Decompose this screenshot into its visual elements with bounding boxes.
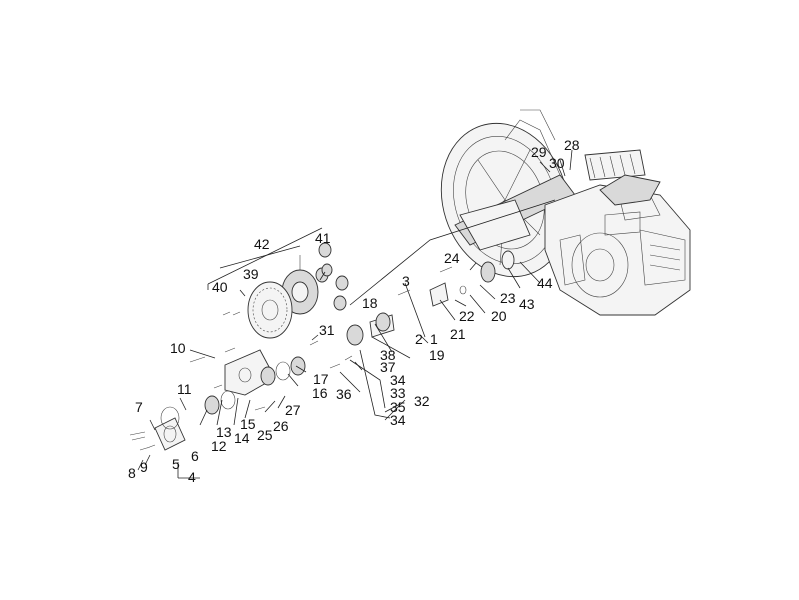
callout-7: 7: [135, 399, 143, 415]
callout-6: 6: [191, 448, 199, 464]
callout-29: 29: [531, 144, 547, 160]
caliper-bracket: [224, 349, 276, 396]
callout-12: 12: [211, 438, 227, 454]
hub-flange: [154, 417, 186, 451]
gear-drive: [480, 261, 496, 283]
callout-20: 20: [491, 308, 507, 324]
callout-27: 27: [285, 402, 301, 418]
callout-13: 13: [216, 424, 232, 440]
callout-22: 22: [459, 308, 475, 324]
o-ring: [501, 250, 515, 270]
callout-23: 23: [500, 290, 516, 306]
callout-24: 24: [444, 250, 460, 266]
retainer-plate: [429, 282, 449, 307]
callout-41: 41: [315, 230, 331, 246]
callout-28: 28: [564, 137, 580, 153]
bearing: [346, 324, 364, 346]
callout-30: 30: [549, 155, 565, 171]
callouts: 1 2 3 4 5 6 7 8 9 10 11 12 13 14 15 16 1…: [128, 137, 580, 485]
callout-36: 36: [336, 386, 352, 402]
callout-44: 44: [537, 275, 553, 291]
callout-1: 1: [430, 331, 438, 347]
callout-34-upper: 34: [390, 372, 406, 388]
callout-34-lower: 34: [390, 412, 406, 428]
callout-26: 26: [273, 418, 289, 434]
callout-9: 9: [140, 459, 148, 475]
callout-11: 11: [177, 381, 192, 397]
callout-43: 43: [519, 296, 535, 312]
callout-21: 21: [450, 326, 466, 342]
callout-42: 42: [254, 236, 270, 252]
callout-17: 17: [313, 371, 329, 387]
callout-15: 15: [240, 416, 256, 432]
leader-lines: [137, 149, 573, 479]
callout-25: 25: [257, 427, 273, 443]
callout-32: 32: [414, 393, 430, 409]
callout-31: 31: [319, 322, 335, 338]
callout-33: 33: [390, 385, 406, 401]
callout-37: 37: [380, 359, 396, 375]
damper-rubber: [318, 242, 332, 258]
callout-5: 5: [172, 456, 180, 472]
callout-19: 19: [429, 347, 445, 363]
callout-38: 38: [380, 347, 396, 363]
engine-and-wheel-illustration: [440, 109, 691, 316]
callout-10: 10: [170, 340, 186, 356]
rear-sprocket: [247, 281, 293, 339]
callout-18: 18: [362, 295, 378, 311]
callout-8: 8: [128, 465, 136, 481]
callout-14: 14: [234, 430, 250, 446]
callout-16: 16: [312, 385, 328, 401]
exploded-components: [129, 242, 515, 451]
callout-35: 35: [390, 399, 406, 415]
callout-40: 40: [212, 279, 228, 295]
callout-39: 39: [243, 266, 259, 282]
oil-seal: [204, 395, 220, 415]
callout-2: 2: [415, 331, 423, 347]
callout-4: 4: [188, 469, 196, 485]
callout-3: 3: [402, 273, 410, 289]
